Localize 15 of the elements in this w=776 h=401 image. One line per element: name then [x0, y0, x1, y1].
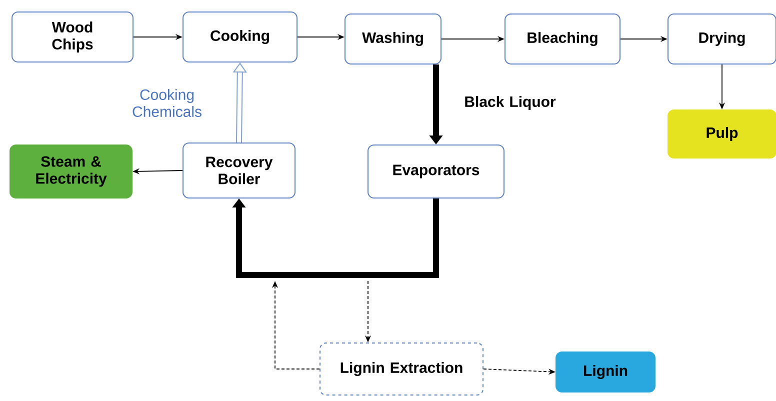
- process-box: Cooking: [182, 12, 298, 62]
- edge-label: Black Liquor: [465, 96, 556, 110]
- arrow: [232, 62, 247, 143]
- process-box: Wood Chips: [12, 12, 134, 62]
- process-box: Evaporators: [368, 144, 504, 198]
- process-box: Drying: [668, 14, 776, 64]
- process-box: Bleaching: [504, 14, 620, 64]
- process-box: Steam & Electricity: [10, 144, 132, 198]
- process-box: Recovery Boiler: [182, 142, 296, 198]
- arrow: [232, 198, 439, 278]
- process-box: Lignin: [556, 352, 656, 392]
- edge-label: Cooking Chemicals: [132, 89, 202, 117]
- process-box: Pulp: [668, 110, 776, 158]
- process-box: Washing: [344, 14, 442, 64]
- process-box: Lignin Extraction: [320, 342, 484, 396]
